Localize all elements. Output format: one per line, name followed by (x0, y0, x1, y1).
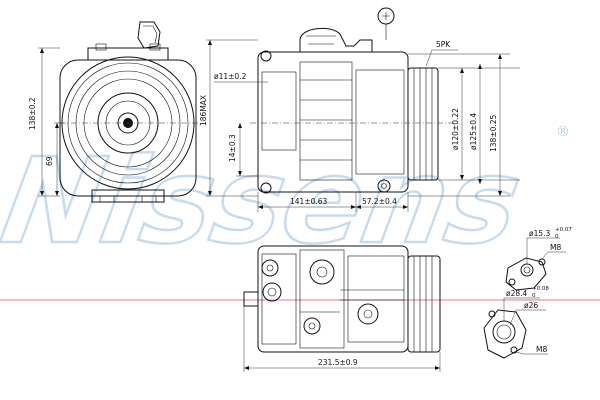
dim-height-right: 138±0.25 (489, 114, 498, 152)
label-thread-top: M8 (550, 243, 561, 252)
dim-overall-height: 138±0.2 (28, 97, 37, 130)
side-view: 5PK ø11±0.2 186MAX 14±0.3 141±0.63 57.2±… (199, 7, 520, 212)
front-view: 138±0.2 69 (28, 21, 200, 203)
dim-center-height: 69 (45, 156, 54, 166)
dim-overall-length: 231.5±0.9 (318, 358, 358, 367)
dim-pulley-dia-inner: ø120±0.22 (451, 108, 460, 150)
dim-port-dia-a-tol: +0.08 (532, 286, 549, 292)
label-belt-type: 5PK (436, 40, 451, 49)
dim-pulley-dia-outer: ø125±0.4 (469, 113, 478, 150)
watermark-registered: ® (556, 124, 570, 140)
watermark: Nissens ® (0, 124, 570, 272)
bottom-view: 231.5±0.9 (243, 245, 441, 372)
dim-port-tol: +0.07 (555, 227, 572, 233)
label-thread-bottom: M8 (536, 345, 547, 354)
dim-port-tol-lower: 0 (555, 234, 559, 240)
dim-length-body: 141±0.63 (290, 197, 328, 206)
dim-port-dia-b: ø26 (524, 301, 538, 310)
dim-port-dia-a-tol-lower: 0 (532, 293, 536, 299)
dim-mount-height: 14±0.3 (228, 134, 237, 162)
dim-hole-dia: ø11±0.2 (214, 72, 247, 81)
port-detail-top: ø15.3 +0.07 0 M8 (505, 227, 572, 291)
dim-port-dia: ø15.3 (529, 229, 551, 238)
dim-max-height: 186MAX (199, 95, 208, 126)
dim-port-dia-a: ø28.4 (506, 289, 528, 298)
port-detail-bottom: ø28.4 +0.08 0 ø26 M8 (483, 286, 549, 359)
dim-length-pulley: 57.2±0.4 (362, 197, 397, 206)
watermark-text: Nissens (0, 134, 530, 271)
